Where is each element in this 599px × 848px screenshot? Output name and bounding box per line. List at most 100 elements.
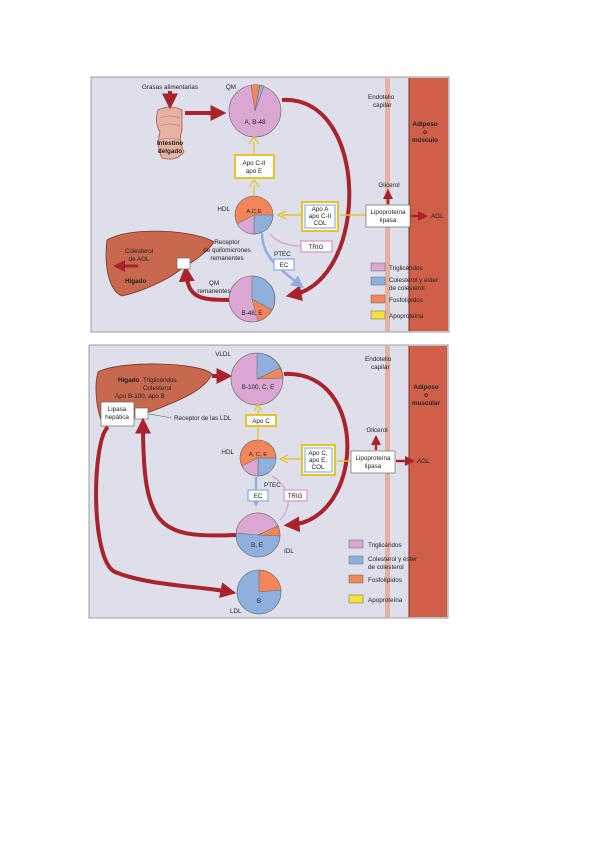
lipase2-label-2: lipasa [365,463,382,470]
qm-apo: A, B-48 [245,119,266,126]
idl-name: IDL [284,548,294,555]
legend-cholesterol-swatch [370,276,386,286]
endothelium-label-2-2: capilar [371,364,390,371]
legend-panel-2: Triglicéridos Colesterol y éster de cole… [348,539,417,604]
idl-pie [235,512,281,558]
tissue-label-3: músculo [412,137,438,144]
ec2-box [247,489,269,502]
tissue2-label-2: o [424,392,428,399]
hdl2-pie [239,439,277,477]
liver-to-ldl-arrow [94,425,237,598]
remnant-cholesterol [251,275,276,311]
liver-label: Hígado [125,278,146,285]
legend2-cholesterol-1: Colesterol y éster [368,556,417,563]
legend2-apoprotein: Apoproteína [368,597,403,604]
endothelium-label-2: capilar [373,102,392,109]
trig-label: TRIG [308,244,323,251]
liver-chol-label-2: de AGL [128,256,150,263]
intestine-shape [156,106,185,160]
remnant-label-2: remanentes [197,288,230,295]
apo-to-qm-arrow [248,135,260,155]
apo-a-cii-col-box [301,201,339,232]
remnant-phospholipids [251,298,273,322]
endothelium-label-2-1: Endotelio [365,356,392,363]
liver2-apo: Apo B-100, apo B [115,393,165,400]
glycerol-label: Glicerol [378,182,399,189]
ldl-name: LDL [230,608,242,615]
apo-c-to-vldl-arrow [253,403,263,414]
hepatic-lipase-2: hepática [105,414,129,421]
lipoprotein-lipase-box [365,204,411,228]
liver2-tg: Triglicéridos [143,377,177,384]
endothelium-strip-2 [385,346,390,617]
hdl2-name: HDL [221,449,234,456]
apo-e2-label: apo E, [309,457,327,464]
endothelium-strip [385,78,390,331]
legend-cholesterol-1: Colesterol y éster [389,277,438,284]
tissue-label-2: o [423,129,427,136]
legend2-apoprotein-swatch [348,594,364,604]
idl-triglycerides [235,512,279,536]
apo-c-e-col-inner [304,447,333,473]
legend-phospholipids-swatch [370,294,386,304]
legend-cholesterol-2: de colesterol [389,285,425,292]
remnant-apo: B-48, E [242,310,263,317]
hdl-name: HDL [217,206,230,213]
cholesterol-ester-arrow [260,232,304,289]
agl-label: AGL [431,213,444,220]
hepatic-lipase-1: Lipasa [108,406,127,413]
hdl2-apo: A, C, E [249,452,267,458]
apo-c-box [245,414,277,427]
qm-to-remnant-arrow [281,97,352,302]
tissue2-label-3: muscular [412,400,441,407]
agl2-label: AGL [417,458,430,465]
panel-endogenous-pathway: Endotelio capilar Adiposo o muscular Híg… [88,344,449,619]
panel-exogenous-pathway: Endotelio capilar Adiposo o músculo Gras… [90,76,450,333]
legend2-cholesterol-swatch [348,555,364,565]
ldl-receptor-label: Receptor de las LDL [174,415,232,422]
lipase2-label-1: Lipoproteína [355,455,391,462]
legend-panel-1: Triglicéridos Colesterol y éster de cole… [370,262,438,320]
ldl-apo: B [257,598,261,605]
adipose-tissue-block [409,78,448,331]
idl-apo: B, E [251,542,263,549]
receptor-label-2: de quilomicrones [203,247,251,254]
apo-a-cii-col-inner [304,204,336,229]
legend-triglycerides: Triglicéridos [389,265,423,272]
ldl-receptor-square [134,407,149,420]
qm-remnant-pie [228,275,276,323]
remnant-label-1: QM [209,280,219,287]
apo2-to-hdl-arrow [278,454,302,464]
apo-to-hdl-arrow [276,210,302,220]
glycerol2-label: Glicerol [366,427,387,434]
apo-cii-label: Apo C-II [242,160,265,167]
hdl-to-qm-apo-arrow [248,178,260,195]
legend-phospholipids: Fosfolípidos [389,297,423,304]
receptor-label-1: Receptor [214,239,240,246]
vldl-name: VLDL [215,351,231,358]
tissue2-label-1: Adiposo [413,384,438,391]
vldl-apo: B-100, C, E [242,384,275,391]
ldl-pie [236,569,282,615]
hdl2-triglycerides [241,457,259,477]
legend-apoprotein: Apoproteína [389,313,424,320]
ptec-label: PTEC [274,251,291,258]
legend2-phospholipids-swatch [348,574,364,584]
lipoprotein-lipase-box-2 [350,450,396,474]
trig2-box [283,489,308,502]
apo-cii-in-label: apo C-II [309,213,332,220]
legend-apoprotein-swatch [370,310,386,320]
lipase-label-2: lipasa [380,217,397,224]
ec2-label: EC [254,493,263,500]
hdl-cholesterol [253,214,274,235]
liver2-chol: Colesterol [143,385,171,392]
tissue-label-1: Adiposo [412,121,437,128]
receptor-label-3: remanentes [210,255,243,262]
qm-name: QM [226,84,236,91]
legend2-triglycerides: Triglicéridos [368,542,402,549]
ldl-phospholipids [258,569,282,593]
hdl-apo: A,C,E [246,209,261,215]
vldl-to-idl-arrow [283,371,350,533]
lipase-label-1: Lipoproteína [370,209,406,216]
